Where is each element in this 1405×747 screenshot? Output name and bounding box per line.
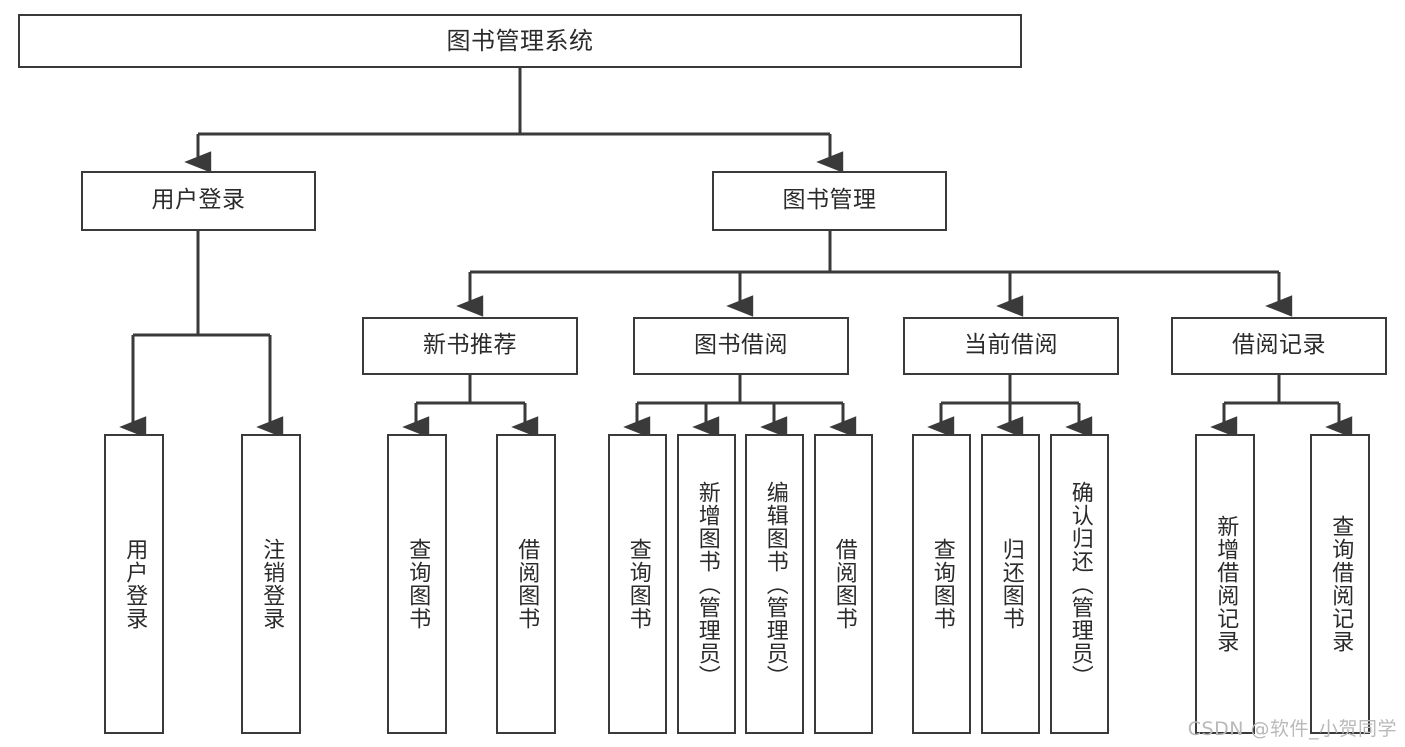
node-new-book-recommend[interactable]: 新书推荐: [362, 317, 578, 375]
leaf-add-borrow-record-label: 新增借阅记录: [1213, 515, 1239, 653]
leaf-query-book-recommend[interactable]: 查询图书: [387, 434, 447, 734]
leaf-add-borrow-record[interactable]: 新增借阅记录: [1195, 434, 1255, 734]
node-user-login[interactable]: 用户登录: [81, 171, 316, 231]
leaf-add-book-admin-label: 新增图书（管理员）: [694, 480, 720, 688]
leaf-borrow-book-label: 借阅图书: [831, 538, 857, 630]
leaf-query-borrow-record[interactable]: 查询借阅记录: [1310, 434, 1370, 734]
leaf-borrow-book-recommend-label: 借阅图书: [514, 538, 540, 630]
node-book-management-label: 图书管理: [782, 187, 877, 214]
leaf-query-book-borrow[interactable]: 查询图书: [608, 434, 667, 734]
leaf-user-login-label: 用户登录: [122, 538, 148, 630]
leaf-query-book-current-label: 查询图书: [929, 538, 955, 630]
leaf-borrow-book-recommend[interactable]: 借阅图书: [496, 434, 556, 734]
leaf-edit-book-admin[interactable]: 编辑图书（管理员）: [745, 434, 804, 734]
csdn-watermark: CSDN @软件_小贺同学: [1187, 718, 1397, 740]
node-borrow-record[interactable]: 借阅记录: [1171, 317, 1387, 375]
node-user-login-label: 用户登录: [151, 187, 246, 214]
node-root-system[interactable]: 图书管理系统: [18, 14, 1022, 68]
leaf-return-book-label: 归还图书: [998, 538, 1024, 630]
node-current-borrow-label: 当前借阅: [964, 332, 1058, 359]
node-borrow-record-label: 借阅记录: [1232, 332, 1326, 359]
leaf-add-book-admin[interactable]: 新增图书（管理员）: [677, 434, 736, 734]
leaf-query-book-recommend-label: 查询图书: [405, 538, 431, 630]
leaf-user-login[interactable]: 用户登录: [104, 434, 164, 734]
leaf-logout[interactable]: 注销登录: [241, 434, 301, 734]
leaf-query-borrow-record-label: 查询借阅记录: [1328, 515, 1354, 653]
node-current-borrow[interactable]: 当前借阅: [903, 317, 1119, 375]
node-root-label: 图书管理系统: [446, 26, 594, 55]
node-book-borrow-label: 图书借阅: [694, 332, 788, 359]
leaf-query-book-current[interactable]: 查询图书: [912, 434, 971, 734]
leaf-borrow-book[interactable]: 借阅图书: [814, 434, 873, 734]
node-new-book-recommend-label: 新书推荐: [423, 332, 517, 359]
leaf-confirm-return-admin[interactable]: 确认归还（管理员）: [1050, 434, 1109, 734]
leaf-confirm-return-admin-label: 确认归还（管理员）: [1067, 480, 1093, 688]
node-book-management[interactable]: 图书管理: [712, 171, 947, 231]
node-book-borrow[interactable]: 图书借阅: [633, 317, 849, 375]
leaf-edit-book-admin-label: 编辑图书（管理员）: [762, 480, 788, 688]
leaf-return-book[interactable]: 归还图书: [981, 434, 1040, 734]
leaf-logout-label: 注销登录: [259, 538, 285, 630]
leaf-query-book-borrow-label: 查询图书: [625, 538, 651, 630]
